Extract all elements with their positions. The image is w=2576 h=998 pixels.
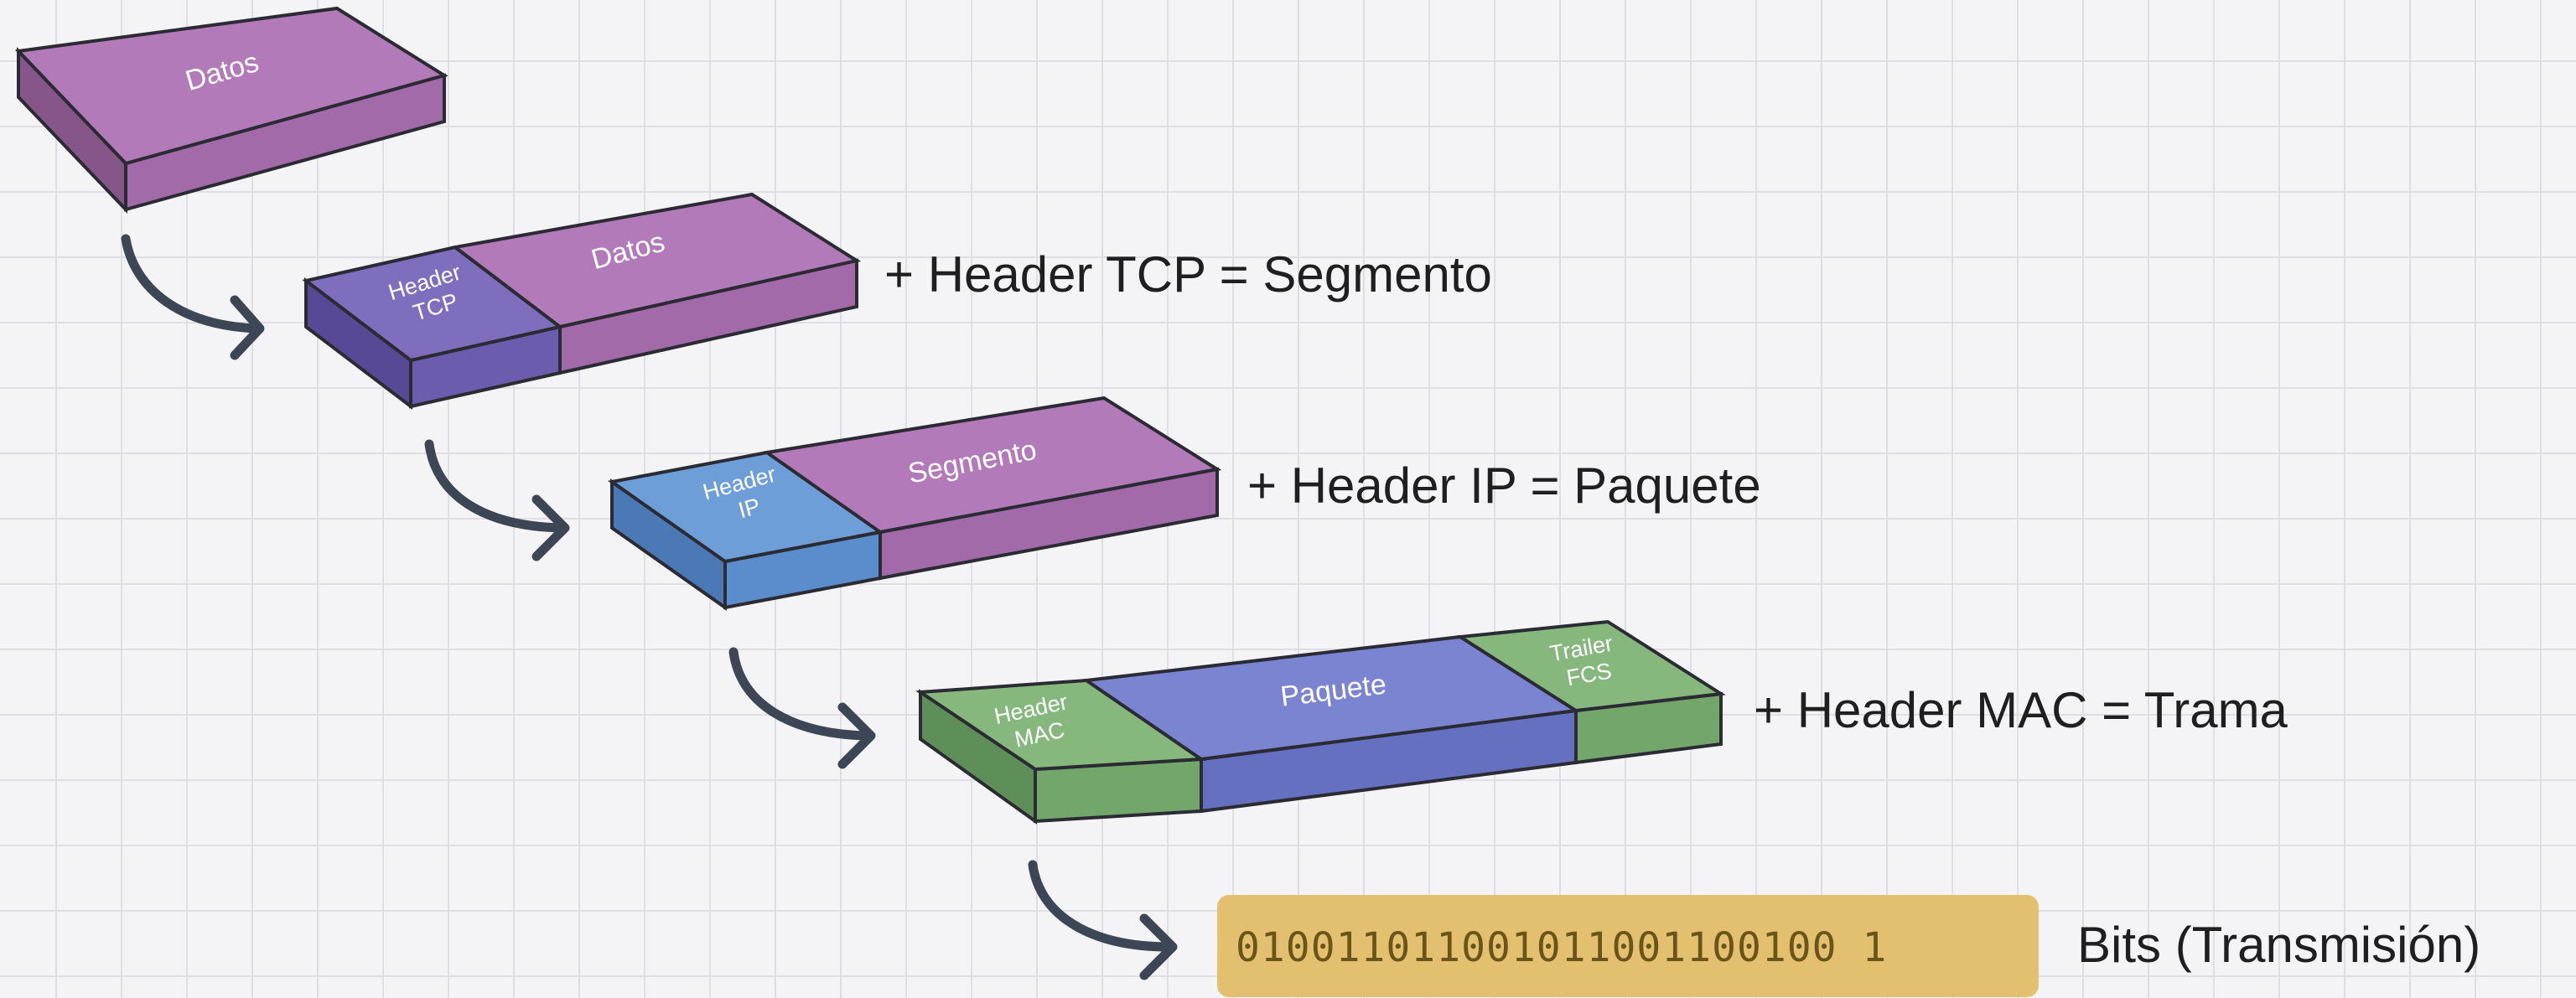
paquete-equation: + Header IP = Paquete xyxy=(1247,458,1761,514)
paquete-block: Header IP Segmento xyxy=(607,396,1222,611)
trama-equation: + Header MAC = Trama xyxy=(1754,682,2288,738)
datos-block: Datos xyxy=(14,6,448,214)
bits-value: 010011011001011001100100 1 xyxy=(1236,924,1887,971)
tcp-header-label: Header TCP xyxy=(386,257,478,330)
arrow-paquete-to-trama xyxy=(728,647,876,769)
bits-bar: 010011011001011001100100 1 xyxy=(1217,895,2039,997)
arrow-trama-to-bits xyxy=(1028,860,1178,980)
arrow-datos-to-segmento xyxy=(121,234,265,360)
segmento-block: Header TCP Datos xyxy=(302,192,862,411)
segmento-equation: + Header TCP = Segmento xyxy=(884,246,1492,303)
arrow-segmento-to-paquete xyxy=(424,439,570,561)
trama-block: Header MAC Paquete Trailer FCS xyxy=(915,619,1726,825)
bits-caption: Bits (Transmisión) xyxy=(2077,917,2480,973)
